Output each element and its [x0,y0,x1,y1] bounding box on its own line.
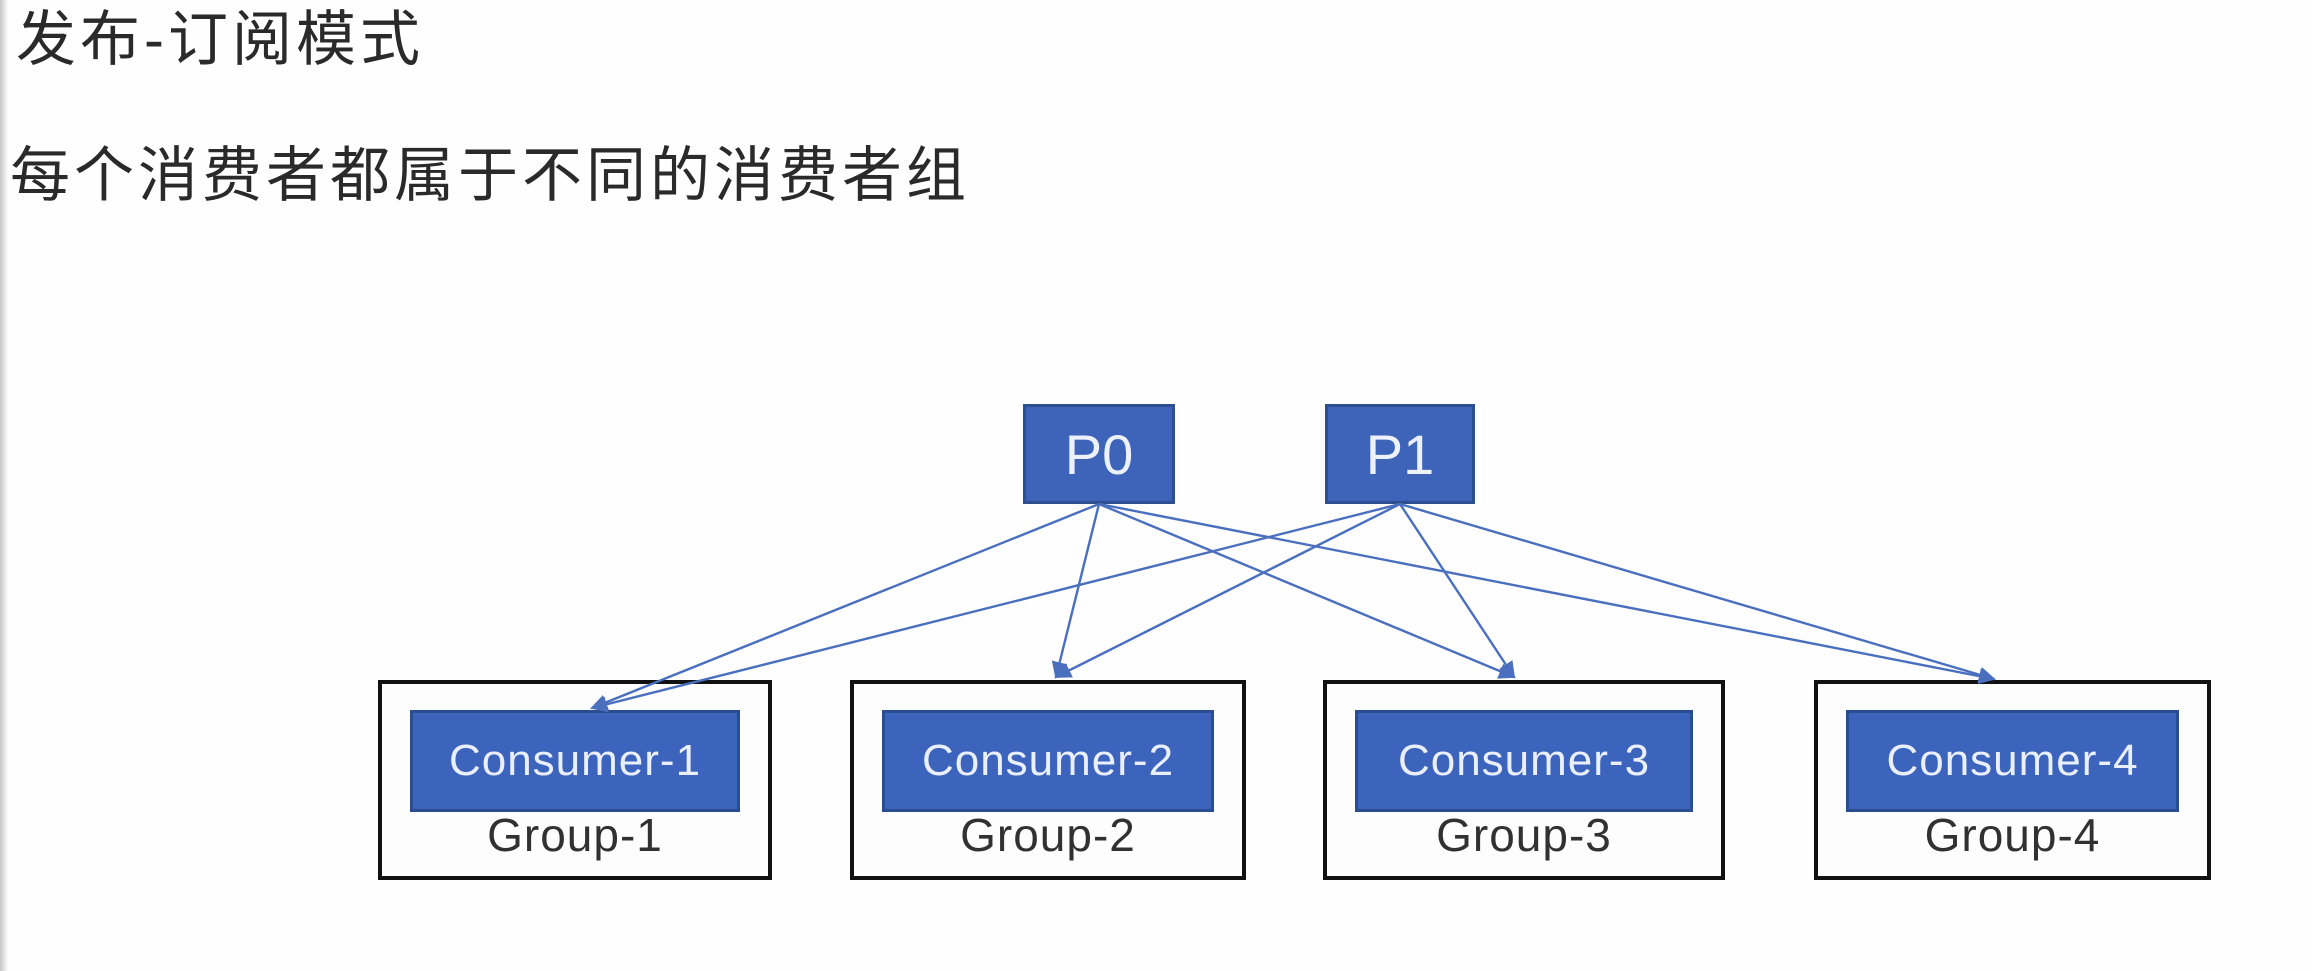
group-label-3: Group-3 [1436,809,1612,861]
partition-node-p0: P0 [1023,404,1175,504]
group-label-4: Group-4 [1924,809,2101,861]
partition-node-p1: P1 [1325,404,1475,504]
group-label-2: Group-2 [960,809,1136,861]
consumer-label-2: Consumer-2 [921,736,1175,785]
consumer-node-1: Consumer-1 [410,710,740,812]
edge-p1-g4 [1399,502,1996,683]
edge-p1-g3 [1398,503,1516,679]
consumer-label-1: Consumer-1 [448,736,702,785]
slide-title: 发布-订阅模式 [16,6,424,73]
group-label-1: Group-1 [487,809,663,861]
consumer-node-3: Consumer-3 [1355,710,1693,812]
edge-p0-g1 [590,502,1100,710]
edge-p0-g2 [1051,503,1101,679]
consumer-node-2: Consumer-2 [882,710,1214,812]
edge-p0-g4 [1098,502,1996,684]
group-box-3: Consumer-3 Group-3 [1323,680,1725,880]
consumer-node-4: Consumer-4 [1846,710,2179,812]
slide-subtitle: 每个消费者都属于不同的消费者组 [10,142,970,209]
edge-p1-g1 [590,502,1401,713]
edge-p1-g2 [1054,502,1401,679]
edge-p0-g3 [1098,502,1516,679]
consumer-label-4: Consumer-4 [1886,736,2139,785]
partition-label-p0: P0 [1064,422,1134,486]
partition-label-p1: P1 [1365,422,1435,486]
consumer-label-3: Consumer-3 [1397,736,1651,785]
group-box-1: Consumer-1 Group-1 [378,680,772,880]
group-box-2: Consumer-2 Group-2 [850,680,1246,880]
group-box-4: Consumer-4 Group-4 [1814,680,2211,880]
